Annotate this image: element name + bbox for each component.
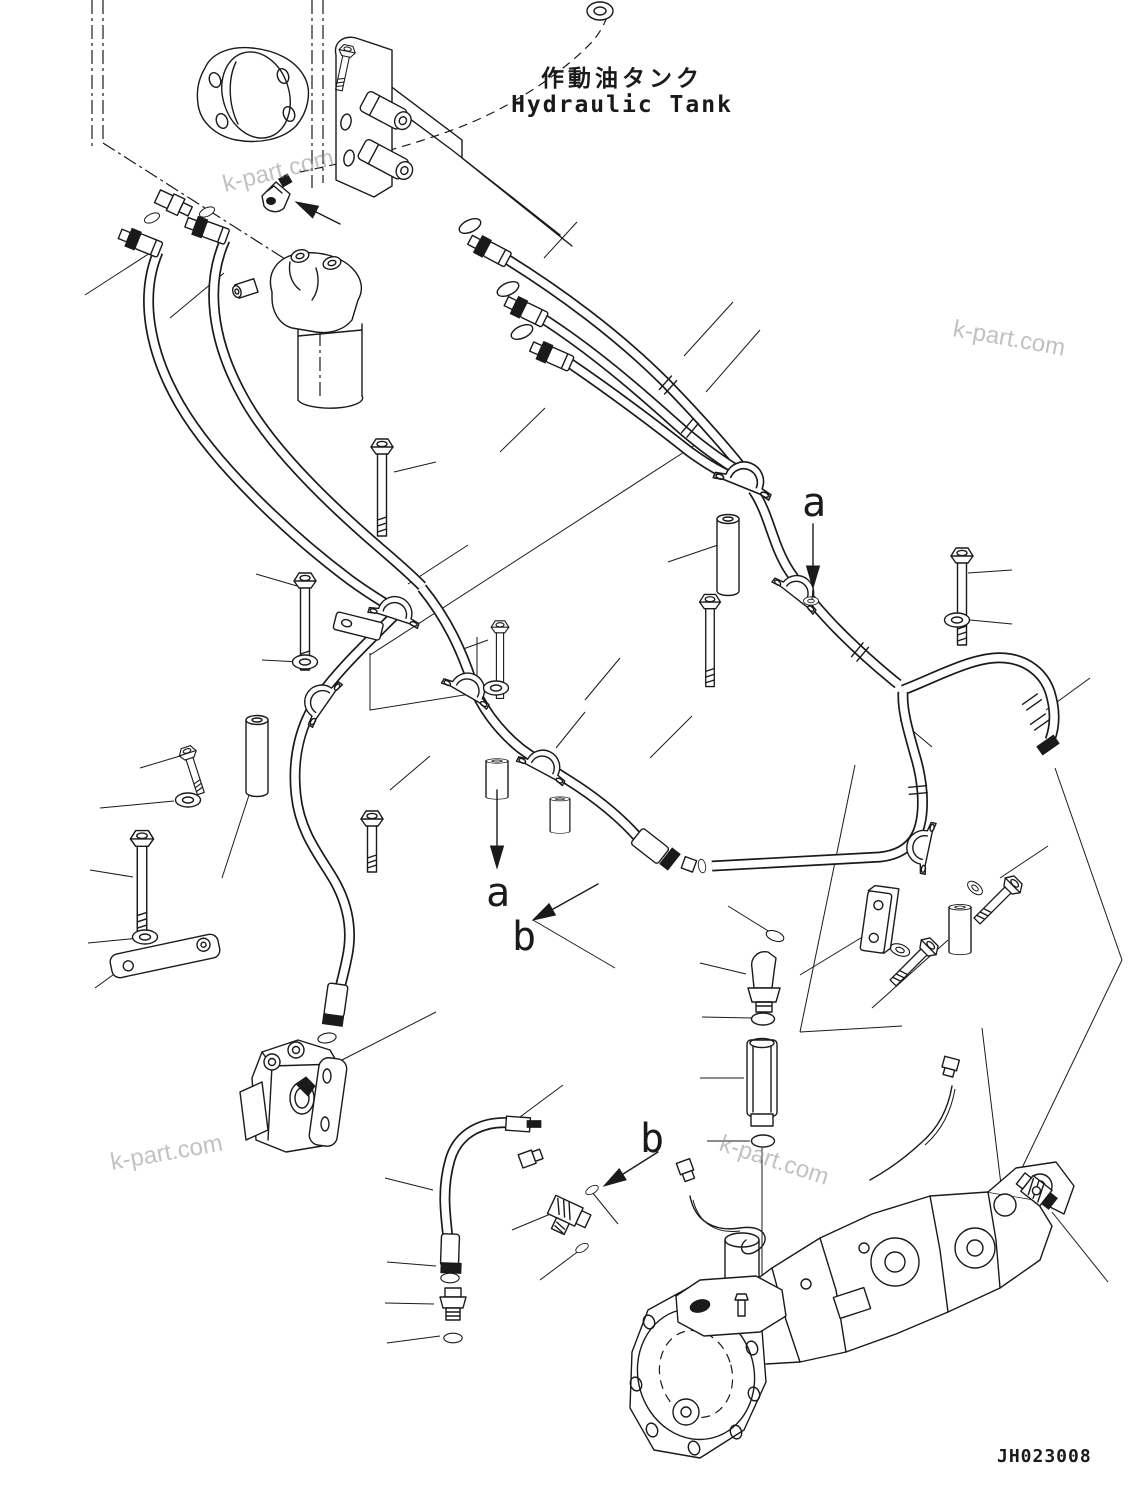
view-label-b1: b bbox=[512, 914, 536, 960]
fasteners bbox=[109, 438, 1027, 991]
elbow-fitting bbox=[261, 173, 293, 213]
title-block: 作動油タンク Hydraulic Tank bbox=[511, 66, 733, 118]
hex-bolt bbox=[370, 438, 394, 537]
o-ring bbox=[443, 1332, 463, 1344]
valve-block bbox=[239, 1039, 348, 1153]
hex-bolt bbox=[176, 743, 210, 797]
clamp-bracket bbox=[332, 611, 384, 641]
hex-bolt bbox=[969, 871, 1027, 929]
spacer-tube bbox=[549, 796, 571, 834]
drawing-number: JH023008 bbox=[997, 1446, 1092, 1467]
watermark-top-right: k-part.com bbox=[951, 315, 1067, 361]
bracket-plate bbox=[859, 884, 900, 955]
watermarks: k-part.com k-part.com k-part.com k-part.… bbox=[108, 144, 1067, 1191]
connector-plug bbox=[517, 1148, 544, 1169]
hose-sleeve bbox=[323, 982, 349, 1018]
watermark-bottom-left: k-part.com bbox=[108, 1130, 224, 1176]
spacer-tube bbox=[245, 714, 269, 798]
hose-nut bbox=[440, 1262, 462, 1274]
tee-fitting-group bbox=[517, 1148, 601, 1255]
hose-sleeve bbox=[630, 828, 670, 864]
wire-harness-left bbox=[675, 1157, 766, 1255]
hose-fitting bbox=[182, 212, 231, 247]
o-ring bbox=[764, 927, 786, 945]
view-label-a2: a bbox=[486, 870, 510, 916]
washer bbox=[964, 878, 986, 898]
hydraulic-hoses bbox=[143, 237, 1060, 1239]
pressure-sensor bbox=[993, 1172, 1058, 1217]
view-arrows bbox=[489, 523, 821, 1187]
washer bbox=[888, 940, 912, 960]
hose-clamps bbox=[292, 451, 937, 876]
hose-nut bbox=[526, 1120, 542, 1128]
inlet-fittings bbox=[142, 173, 536, 343]
straight-connector bbox=[439, 1287, 467, 1321]
tank-port-fitting bbox=[359, 90, 412, 131]
tee-fitting bbox=[546, 1194, 592, 1236]
hose-fitting bbox=[464, 230, 514, 270]
washer bbox=[131, 929, 159, 945]
o-ring bbox=[440, 1272, 460, 1284]
mount-plate bbox=[109, 933, 221, 979]
view-label-b2: b bbox=[640, 1116, 664, 1162]
o-ring bbox=[508, 321, 536, 343]
washer bbox=[291, 654, 319, 670]
hose-fittings bbox=[115, 212, 1060, 1274]
washer bbox=[174, 792, 202, 808]
tank-flange-gasket bbox=[196, 46, 310, 143]
tank-port-fitting bbox=[357, 138, 414, 181]
hose-sleeve bbox=[1021, 693, 1043, 711]
o-ring bbox=[750, 1012, 776, 1026]
hose-fitting bbox=[527, 337, 576, 374]
hex-bolt bbox=[129, 829, 155, 934]
hose-nut bbox=[321, 1013, 345, 1027]
title-english: Hydraulic Tank bbox=[511, 92, 733, 118]
drain-fitting-column bbox=[439, 1272, 467, 1344]
filter-port-fitting bbox=[231, 278, 259, 299]
return-port-parts bbox=[746, 927, 786, 1148]
hose-fitting bbox=[115, 224, 165, 260]
washer bbox=[482, 680, 510, 696]
o-ring bbox=[142, 210, 162, 226]
pump-top-plate bbox=[675, 1275, 787, 1337]
hose-nipple bbox=[680, 855, 698, 873]
o-ring bbox=[456, 215, 484, 237]
hex-bolt bbox=[360, 810, 384, 873]
wire-harness-right bbox=[869, 1055, 961, 1181]
o-ring bbox=[696, 858, 708, 874]
filter-assembly bbox=[231, 249, 364, 409]
o-ring bbox=[583, 1183, 601, 1197]
title-japanese: 作動油タンク bbox=[541, 66, 703, 92]
boundary-lines bbox=[369, 444, 1123, 1194]
hose-sleeve bbox=[439, 1233, 461, 1267]
o-ring bbox=[993, 1193, 1017, 1217]
washer bbox=[803, 596, 819, 606]
washer bbox=[943, 612, 971, 628]
tank-mounting-plate bbox=[330, 36, 414, 198]
elbow-connector bbox=[747, 951, 781, 1013]
view-label-a1: a bbox=[802, 480, 826, 526]
hex-bolt bbox=[885, 933, 943, 991]
hose-sleeve bbox=[1029, 713, 1051, 731]
pump-assembly bbox=[629, 1161, 1075, 1459]
spacer-tube bbox=[716, 513, 740, 597]
o-ring bbox=[316, 1031, 338, 1045]
straight-fitting bbox=[153, 189, 193, 217]
pointer-arrow bbox=[294, 201, 320, 219]
hose-fitting bbox=[501, 291, 550, 330]
hex-bolt bbox=[698, 593, 722, 688]
spacer-tube bbox=[948, 903, 972, 956]
strainer-cartridge bbox=[746, 1037, 778, 1127]
hex-bolt bbox=[950, 547, 974, 646]
leader-lines bbox=[84, 221, 1109, 1344]
o-ring bbox=[494, 278, 522, 300]
